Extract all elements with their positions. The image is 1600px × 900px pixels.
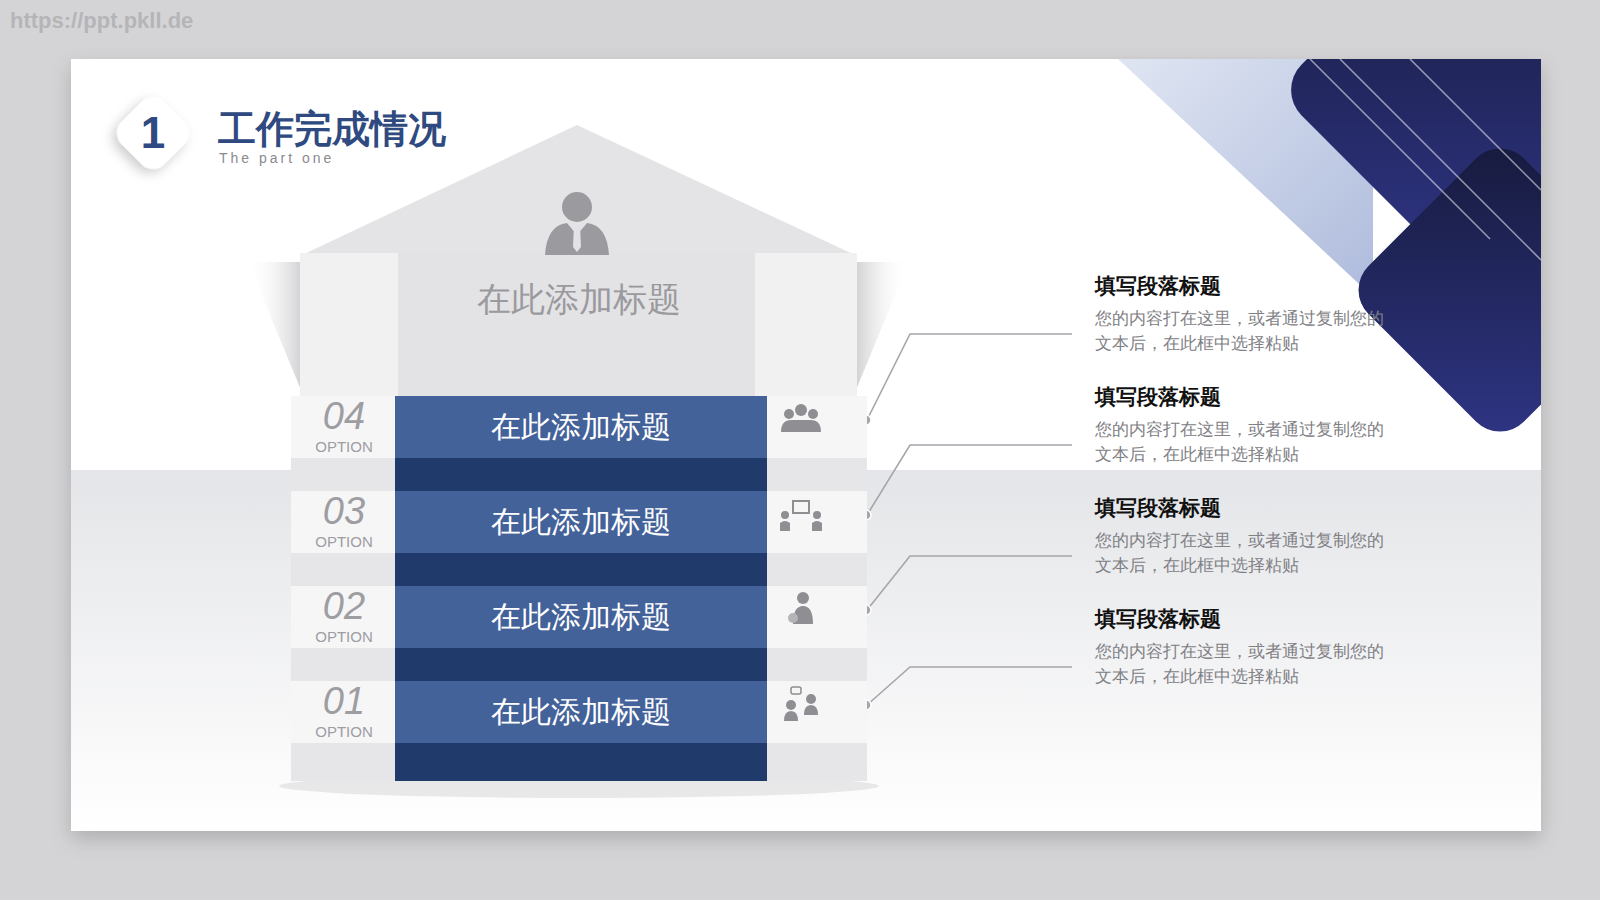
step-left-front [291,648,397,681]
step-right-front [761,743,867,781]
deco-lines [1310,59,1541,260]
slide-card [71,59,1541,831]
step-title: 在此添加标题 [395,681,767,743]
roof [302,125,855,255]
slide-title: 工作完成情况 [218,104,446,155]
house-roof-box: 在此添加标题 [300,125,857,396]
step-left-front [291,743,397,781]
step-bar: 02OPTION在此添加标题 [291,586,867,681]
paragraph-title: 填写段落标题 [1095,383,1417,411]
step-icon [788,592,813,624]
option-number: 03 [291,489,397,533]
house-title: 在此添加标题 [300,277,857,323]
leader-connector [861,556,1072,615]
step-right-front [761,553,867,586]
step-right-top [761,681,867,743]
person-icon [545,192,609,255]
paragraph-block: 填写段落标题您的内容打在这里，或者通过复制您的文本后，在此框中选择粘贴 [1072,605,1417,689]
step-blue-top [395,491,767,553]
step-right-top [761,586,867,648]
side-shadow [248,262,306,402]
side-shadow [851,262,909,402]
step-blue-top [395,681,767,743]
option-number: 02 [291,584,397,628]
paragraph-body: 您的内容打在这里，或者通过复制您的文本后，在此框中选择粘贴 [1095,417,1395,467]
option-caption: OPTION [291,533,397,551]
step-bar: 04OPTION在此添加标题 [291,396,867,491]
step-title: 在此添加标题 [395,491,767,553]
leader-connector [861,445,1072,520]
paragraph-body: 您的内容打在这里，或者通过复制您的文本后，在此框中选择粘贴 [1095,528,1395,578]
house-panel [398,253,755,398]
paragraph-title: 填写段落标题 [1095,605,1417,633]
option-caption: OPTION [291,438,397,456]
paragraph-body: 您的内容打在这里，或者通过复制您的文本后，在此框中选择粘贴 [1095,639,1395,689]
paragraph-block: 填写段落标题您的内容打在这里，或者通过复制您的文本后，在此框中选择粘贴 [1072,494,1417,578]
step-icon [784,687,818,721]
paragraph-block: 填写段落标题您的内容打在这里，或者通过复制您的文本后，在此框中选择粘贴 [1072,272,1417,356]
step-title: 在此添加标题 [395,396,767,458]
step-left-front [291,553,397,586]
step-blue-front [395,458,767,491]
subtitle: The part one [219,150,334,166]
step-right-front [761,648,867,681]
step-right-top [761,396,867,458]
step-right-top [761,491,867,553]
number-badge [111,91,196,176]
step-right-front [761,458,867,491]
house-shape [300,125,857,396]
step-icon [781,404,821,432]
floor-ground [71,470,1541,831]
step-left-front [291,458,397,491]
paragraph-title: 填写段落标题 [1095,494,1417,522]
step-bar: 01OPTION在此添加标题 [291,681,867,781]
paragraph-body: 您的内容打在这里，或者通过复制您的文本后，在此框中选择粘贴 [1095,306,1395,356]
option-caption: OPTION [291,723,397,741]
navy-shape [1344,134,1541,445]
watermark: https://ppt.pkll.de [10,8,193,34]
option-caption: OPTION [291,628,397,646]
step-blue-front [395,553,767,586]
step-blue-front [395,648,767,681]
leader-line [867,445,1072,515]
paragraph-block: 填写段落标题您的内容打在这里，或者通过复制您的文本后，在此框中选择粘贴 [1072,383,1417,467]
step-blue-top [395,586,767,648]
leader-connector [861,334,1072,425]
leader-line [867,556,1072,610]
section-number: 1 [141,108,165,158]
step-icon [780,501,822,531]
leader-line [867,667,1072,705]
step-blue-top [395,396,767,458]
step-title: 在此添加标题 [395,586,767,648]
paragraph-title: 填写段落标题 [1095,272,1417,300]
step-bar: 03OPTION在此添加标题 [291,491,867,586]
option-number: 04 [291,394,397,438]
option-number: 01 [291,679,397,723]
step-blue-front [395,743,767,781]
house-wall [300,253,857,398]
badge-diamond [111,91,196,176]
leader-connector [861,667,1072,710]
leader-line [867,334,1072,420]
